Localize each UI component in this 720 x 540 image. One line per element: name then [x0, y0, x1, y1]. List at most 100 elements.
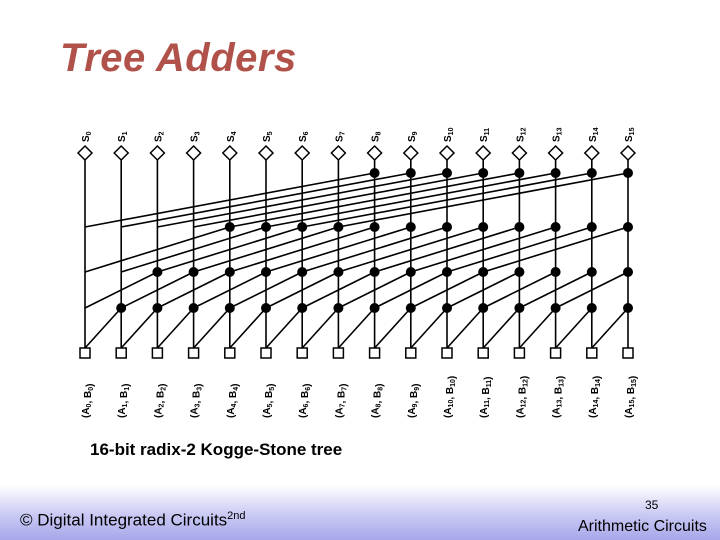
diagonal-wire	[302, 172, 592, 228]
prefix-node	[333, 303, 344, 313]
diagonal-wire	[446, 307, 484, 349]
input-node	[79, 347, 91, 359]
input-node	[405, 347, 417, 359]
prefix-node	[333, 222, 344, 232]
input-node	[115, 347, 127, 359]
slide-footer: © Digital Integrated Circuits2nd 35 Arit…	[0, 485, 720, 540]
output-label: S15	[624, 127, 636, 142]
prefix-node	[369, 267, 380, 277]
output-node	[330, 144, 347, 162]
prefix-node	[261, 222, 271, 232]
output-node	[366, 144, 383, 162]
output-label: S4	[226, 131, 238, 142]
diagonal-wire	[229, 271, 303, 309]
input-node	[260, 347, 272, 359]
prefix-node	[623, 303, 633, 313]
input-node	[513, 347, 526, 359]
prefix-node	[405, 168, 416, 178]
prefix-node	[369, 168, 380, 178]
diagonal-wire	[301, 307, 339, 349]
diagonal-wire	[410, 271, 484, 309]
output-label: S0	[81, 131, 93, 142]
output-node	[475, 144, 492, 162]
prefix-node	[478, 168, 489, 178]
output-label: S6	[298, 131, 310, 142]
prefix-node	[261, 303, 271, 313]
diagonal-wire	[374, 226, 520, 273]
prefix-node	[550, 222, 561, 232]
output-label: S13	[552, 127, 564, 142]
diagonal-wire	[265, 271, 339, 309]
input-label: (A13, B13)	[552, 376, 567, 418]
prefix-node	[442, 303, 452, 313]
diagonal-wire	[591, 307, 629, 349]
output-node	[185, 144, 202, 162]
output-label: S5	[262, 131, 274, 142]
input-node	[187, 347, 200, 359]
prefix-node	[623, 222, 633, 232]
diagonal-wire	[156, 307, 195, 349]
output-node	[149, 144, 166, 162]
output-node	[221, 144, 238, 162]
diagonal-wire	[482, 271, 556, 309]
diagonal-wire	[84, 271, 158, 309]
input-node	[332, 347, 345, 359]
diagonal-wire	[519, 271, 593, 309]
prefix-node	[550, 267, 561, 277]
diagonal-wire	[157, 226, 303, 273]
prefix-node	[514, 267, 525, 277]
diagonal-wire	[410, 226, 556, 273]
prefix-node	[586, 222, 597, 232]
diagonal-wire	[193, 271, 267, 309]
input-label: (A7, B7)	[334, 384, 349, 419]
input-node	[296, 347, 308, 359]
prefix-node	[224, 267, 235, 277]
prefix-node	[152, 303, 163, 313]
output-label: S8	[371, 131, 383, 142]
output-label: S3	[190, 131, 202, 142]
prefix-node	[152, 267, 163, 277]
diagonal-wire	[120, 307, 158, 349]
input-label: (A0, B0)	[81, 384, 96, 419]
diagonal-wire	[265, 307, 303, 349]
prefix-node	[623, 168, 633, 178]
output-label: S2	[153, 131, 165, 142]
footer-copyright: © Digital Integrated Circuits2nd	[20, 510, 246, 531]
diagram-caption: 16-bit radix-2 Kogge-Stone tree	[90, 440, 343, 459]
output-node	[547, 144, 564, 162]
prefix-node	[514, 303, 525, 313]
diagonal-wire	[120, 271, 194, 309]
diagonal-wire	[157, 172, 448, 228]
prefix-node	[405, 222, 416, 232]
diagonal-wire	[193, 172, 484, 228]
prefix-node	[586, 267, 597, 277]
footer-chapter-title: Arithmetic Circuits	[578, 518, 707, 535]
input-label: (A12, B12)	[515, 376, 530, 418]
diagonal-wire	[265, 172, 556, 228]
footer-edition-superscript: 2nd	[227, 510, 246, 522]
diagonal-wire	[84, 307, 122, 349]
output-label: S14	[588, 127, 600, 142]
output-node	[76, 144, 94, 162]
input-label: (A4, B4)	[226, 384, 241, 419]
diagonal-wire	[193, 307, 231, 349]
diagonal-wire	[410, 307, 448, 349]
output-label: S1	[117, 131, 129, 142]
diagonal-wire	[265, 226, 412, 273]
input-label: (A1, B1)	[117, 384, 132, 419]
prefix-node	[369, 222, 380, 232]
prefix-node	[333, 267, 344, 277]
diagonal-wire	[518, 307, 557, 349]
diagonal-wire	[374, 307, 412, 349]
diagonal-wire	[482, 226, 629, 273]
diagonal-wire	[229, 226, 375, 273]
prefix-node	[297, 222, 308, 232]
input-node	[441, 347, 453, 359]
output-label: S12	[515, 127, 527, 142]
prefix-node	[297, 267, 308, 277]
output-node	[294, 144, 311, 162]
prefix-node	[224, 303, 235, 313]
page-number: 35	[645, 498, 659, 512]
prefix-node	[550, 303, 561, 313]
input-label: (A14, B14)	[588, 376, 603, 418]
